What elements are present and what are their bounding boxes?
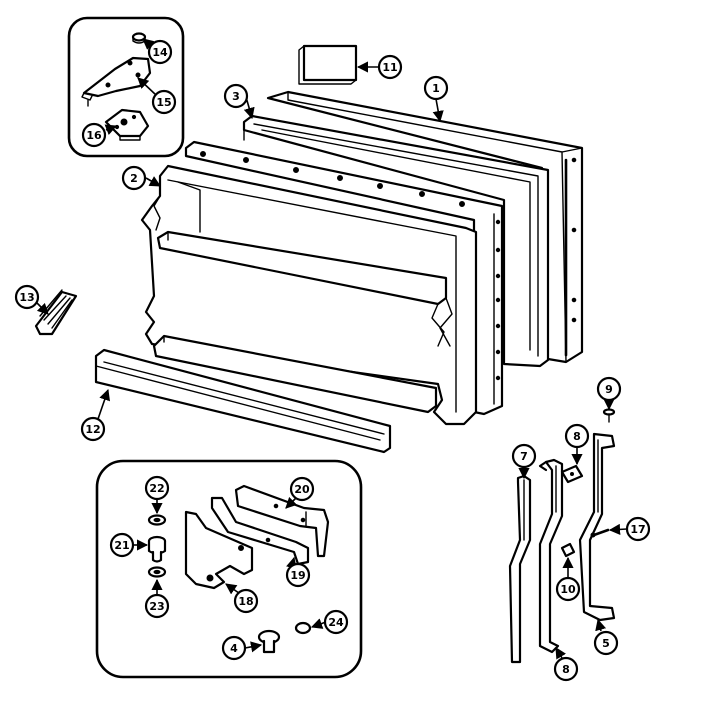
callout-4: 4 (221, 635, 247, 661)
svg-text:24: 24 (328, 616, 344, 629)
svg-text:15: 15 (156, 96, 171, 109)
part-4-door-stop (257, 629, 281, 654)
part-14-hinge-pin (131, 32, 147, 44)
callout-23: 23 (144, 593, 170, 619)
callout-13: 13 (14, 284, 40, 310)
callout-1: 1 (423, 75, 449, 101)
hinge-kit-detail-box (95, 459, 363, 679)
callout-5: 5 (593, 630, 619, 656)
part-13-clip (34, 289, 78, 336)
part-12-shelf-rail (94, 348, 392, 454)
svg-text:8: 8 (573, 430, 581, 443)
callout-2: 2 (121, 165, 147, 191)
callout-15: 15 (151, 89, 177, 115)
callout-12: 12 (80, 416, 106, 442)
svg-text:1: 1 (432, 82, 440, 95)
svg-text:19: 19 (290, 569, 305, 582)
part-16-lower-hinge-plate (104, 108, 150, 141)
part-18-hinge-plate (184, 510, 254, 590)
svg-text:21: 21 (114, 539, 129, 552)
callout-11: 11 (377, 54, 403, 80)
svg-text:22: 22 (149, 482, 164, 495)
hinge-detail-box (67, 16, 185, 158)
callout-7: 7 (511, 443, 537, 469)
part-11-nameplate (298, 44, 358, 85)
callout-3: 3 (223, 83, 249, 109)
part-2-inner-door-liner (140, 140, 504, 426)
svg-text:14: 14 (152, 46, 168, 59)
svg-text:8: 8 (562, 663, 570, 676)
callout-22: 22 (144, 475, 170, 501)
svg-text:5: 5 (602, 637, 610, 650)
callout-24: 24 (323, 609, 349, 635)
svg-text:17: 17 (630, 523, 645, 536)
part-23-washer (147, 566, 167, 578)
svg-text:16: 16 (86, 129, 102, 142)
part-19-hinge-shim (210, 496, 310, 566)
callout-16: 16 (81, 122, 107, 148)
part-20-hinge-bracket (234, 484, 330, 558)
callout-10: 10 (555, 576, 581, 602)
part-21-hinge-bushing (147, 535, 167, 563)
part-7-handle-strip (508, 474, 532, 664)
callout-21: 21 (109, 532, 135, 558)
svg-text:18: 18 (238, 595, 253, 608)
svg-text:2: 2 (130, 172, 138, 185)
svg-text:3: 3 (232, 90, 240, 103)
svg-text:12: 12 (85, 423, 100, 436)
callout-8-lower: 8 (553, 656, 579, 682)
part-24-cap (294, 621, 312, 635)
part-9-screw (602, 408, 616, 423)
svg-text:10: 10 (560, 583, 576, 596)
part-10-clip (560, 542, 576, 558)
part-17-screw (590, 528, 610, 538)
callout-20: 20 (289, 476, 315, 502)
part-22-washer (147, 514, 167, 526)
svg-text:11: 11 (382, 61, 397, 74)
leader-lines (35, 38, 628, 660)
svg-text:23: 23 (149, 600, 164, 613)
svg-text:9: 9 (605, 383, 613, 396)
svg-text:4: 4 (230, 642, 238, 655)
callout-19: 19 (285, 562, 311, 588)
svg-text:7: 7 (520, 450, 528, 463)
callout-17: 17 (625, 516, 651, 542)
part-15-upper-hinge-plate (81, 56, 152, 107)
callout-9: 9 (596, 376, 622, 402)
part-8-handle-strip-lower (538, 458, 564, 654)
part-8-clip-upper (560, 464, 584, 484)
svg-text:13: 13 (19, 291, 34, 304)
part-5-handle-strip (578, 432, 616, 622)
callout-8-upper: 8 (564, 423, 590, 449)
part-3-door-gasket (242, 114, 550, 368)
svg-text:20: 20 (294, 483, 310, 496)
callout-18: 18 (233, 588, 259, 614)
callout-14: 14 (147, 39, 173, 65)
